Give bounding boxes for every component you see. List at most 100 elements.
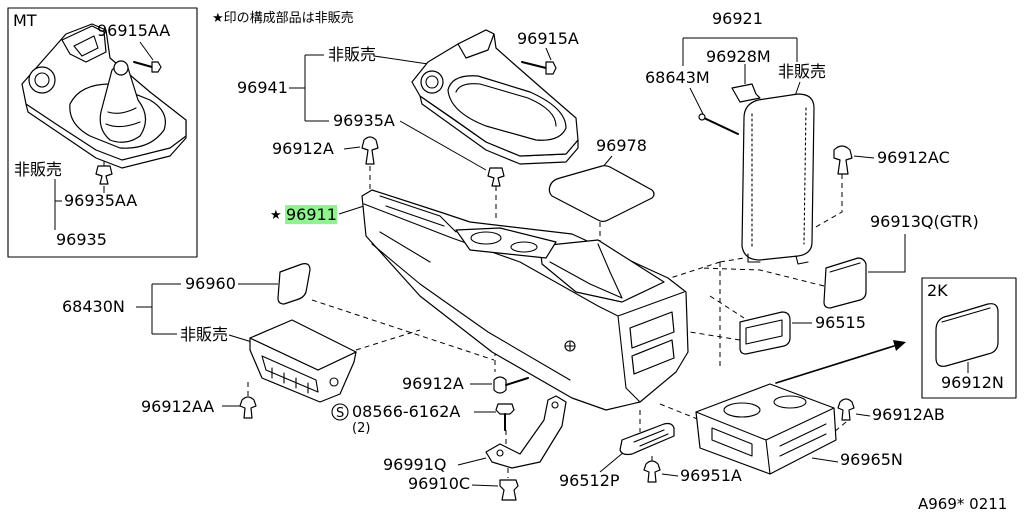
leader-line xyxy=(338,205,365,215)
label-96912N: 96912N xyxy=(941,373,1004,392)
tray-side-ribs xyxy=(779,423,827,457)
label-96912A-top: 96912A xyxy=(272,139,334,158)
pocket-top xyxy=(249,319,357,371)
shifter-slot xyxy=(379,195,457,233)
part-96912AA-clip xyxy=(239,396,257,419)
leader-line xyxy=(689,87,705,117)
side-screw-hole xyxy=(564,340,576,352)
part-96921-armrest-lid xyxy=(741,93,815,265)
leader-line xyxy=(139,41,154,61)
part-96915AA-screw xyxy=(133,61,162,73)
label-96928M: 96928M xyxy=(706,47,771,66)
label-96910C: 96910C xyxy=(408,474,470,493)
trim-opening-inner-edge xyxy=(455,83,557,127)
clip-shank xyxy=(505,377,529,386)
console-outer-shell xyxy=(361,189,689,411)
part-96910C-clip xyxy=(499,479,519,501)
rear-opening-lower xyxy=(631,339,675,375)
bezel-ring-inner xyxy=(34,72,50,88)
storage-bin-inner xyxy=(549,243,623,299)
part-96935A-clip xyxy=(487,167,505,187)
label-not-for-sale-trim: 非販売 xyxy=(328,45,376,64)
label-96991Q: 96991Q xyxy=(383,455,447,474)
leader-line xyxy=(661,473,679,477)
cover-edge xyxy=(941,307,991,323)
screw-shank xyxy=(133,61,153,68)
label-96960: 96960 xyxy=(185,274,236,293)
dash-line xyxy=(719,257,745,263)
part-08566-6162A-screw xyxy=(495,403,515,431)
label-96951A: 96951A xyxy=(680,466,742,485)
inset-mt-frame xyxy=(7,7,198,258)
screw-symbol-circle xyxy=(331,403,349,421)
lid-body xyxy=(741,93,815,261)
shift-knob-stub xyxy=(113,60,129,76)
label-96912AA: 96912AA xyxy=(141,397,214,416)
tray-cup-recess xyxy=(723,402,761,418)
leader-line xyxy=(811,457,839,463)
part-96915A-screw xyxy=(521,61,557,75)
pocket-ribs xyxy=(271,367,309,394)
shift-boot-folds xyxy=(105,107,141,128)
cover-body xyxy=(739,311,791,355)
label-96512P: 96512P xyxy=(559,471,620,490)
inset-2k-frame xyxy=(921,277,1017,399)
part-96960-flap xyxy=(277,263,311,305)
bezel-holder-tab xyxy=(61,25,107,63)
cover-edge xyxy=(829,262,861,273)
label-96935A: 96935A xyxy=(333,111,395,130)
label-96935AA: 96935AA xyxy=(64,191,137,210)
dash-line xyxy=(709,295,745,319)
dash-line xyxy=(659,403,701,421)
part-68430N-pocket xyxy=(249,319,357,403)
dash-line xyxy=(663,261,721,281)
cup-holder-ring xyxy=(470,231,502,245)
part-96912A-bottom-clip xyxy=(493,376,529,394)
part-96951A-clip xyxy=(643,460,661,483)
leader-line xyxy=(545,47,552,61)
leader-line xyxy=(794,81,801,97)
inset-2k-title: 2K xyxy=(927,281,948,300)
label-96941: 96941 xyxy=(237,78,288,97)
inset-mt: MT 96915AA 非販売 96935AA 96935 xyxy=(7,7,198,258)
label-96978: 96978 xyxy=(596,136,647,155)
leader-line xyxy=(599,451,625,473)
bezel-ring xyxy=(28,66,56,94)
label-96915A: 96915A xyxy=(517,29,579,48)
label-96921: 96921 xyxy=(712,9,763,28)
label-96913Q-gtr: 96913Q(GTR) xyxy=(870,212,979,231)
part-mt-shift-bezel xyxy=(21,23,187,169)
label-68643M: 68643M xyxy=(645,68,710,87)
label-96935: 96935 xyxy=(56,230,107,249)
side-groove xyxy=(371,231,571,381)
dash-line xyxy=(833,421,847,433)
dash-line xyxy=(813,174,843,229)
tray-edges xyxy=(695,407,835,475)
part-96911-console-body xyxy=(361,189,689,411)
leader-line xyxy=(457,457,487,466)
label-96912A-bottom: 96912A xyxy=(402,374,464,393)
label-96915AA: 96915AA xyxy=(97,21,170,40)
cup-holder-ring xyxy=(510,241,538,253)
screw-head xyxy=(545,61,557,75)
tray-cup-recess xyxy=(773,395,807,409)
leader-line xyxy=(471,484,499,487)
side-screw-cross xyxy=(565,341,575,351)
bracket-hole xyxy=(496,449,504,457)
leader-line xyxy=(373,55,429,65)
label-08566-6162A: 08566-6162A xyxy=(352,402,460,421)
pocket-front-opening xyxy=(261,355,319,393)
storage-bin-opening xyxy=(539,239,665,303)
leader-line xyxy=(343,146,361,150)
label-96965N: 96965N xyxy=(840,450,903,469)
header-note: ★印の構成部品は非販売 xyxy=(212,10,354,26)
leader-line xyxy=(399,120,487,171)
label-96912AC: 96912AC xyxy=(877,148,950,167)
trim-holder-tab xyxy=(457,29,495,59)
arrow-shaft xyxy=(775,345,895,384)
screw-shank xyxy=(521,61,547,69)
damper-rod xyxy=(703,117,739,135)
bezel-holder-slot xyxy=(73,35,99,57)
label-not-for-sale-pocket: 非販売 xyxy=(180,325,228,344)
label-96912AB: 96912AB xyxy=(872,405,945,424)
